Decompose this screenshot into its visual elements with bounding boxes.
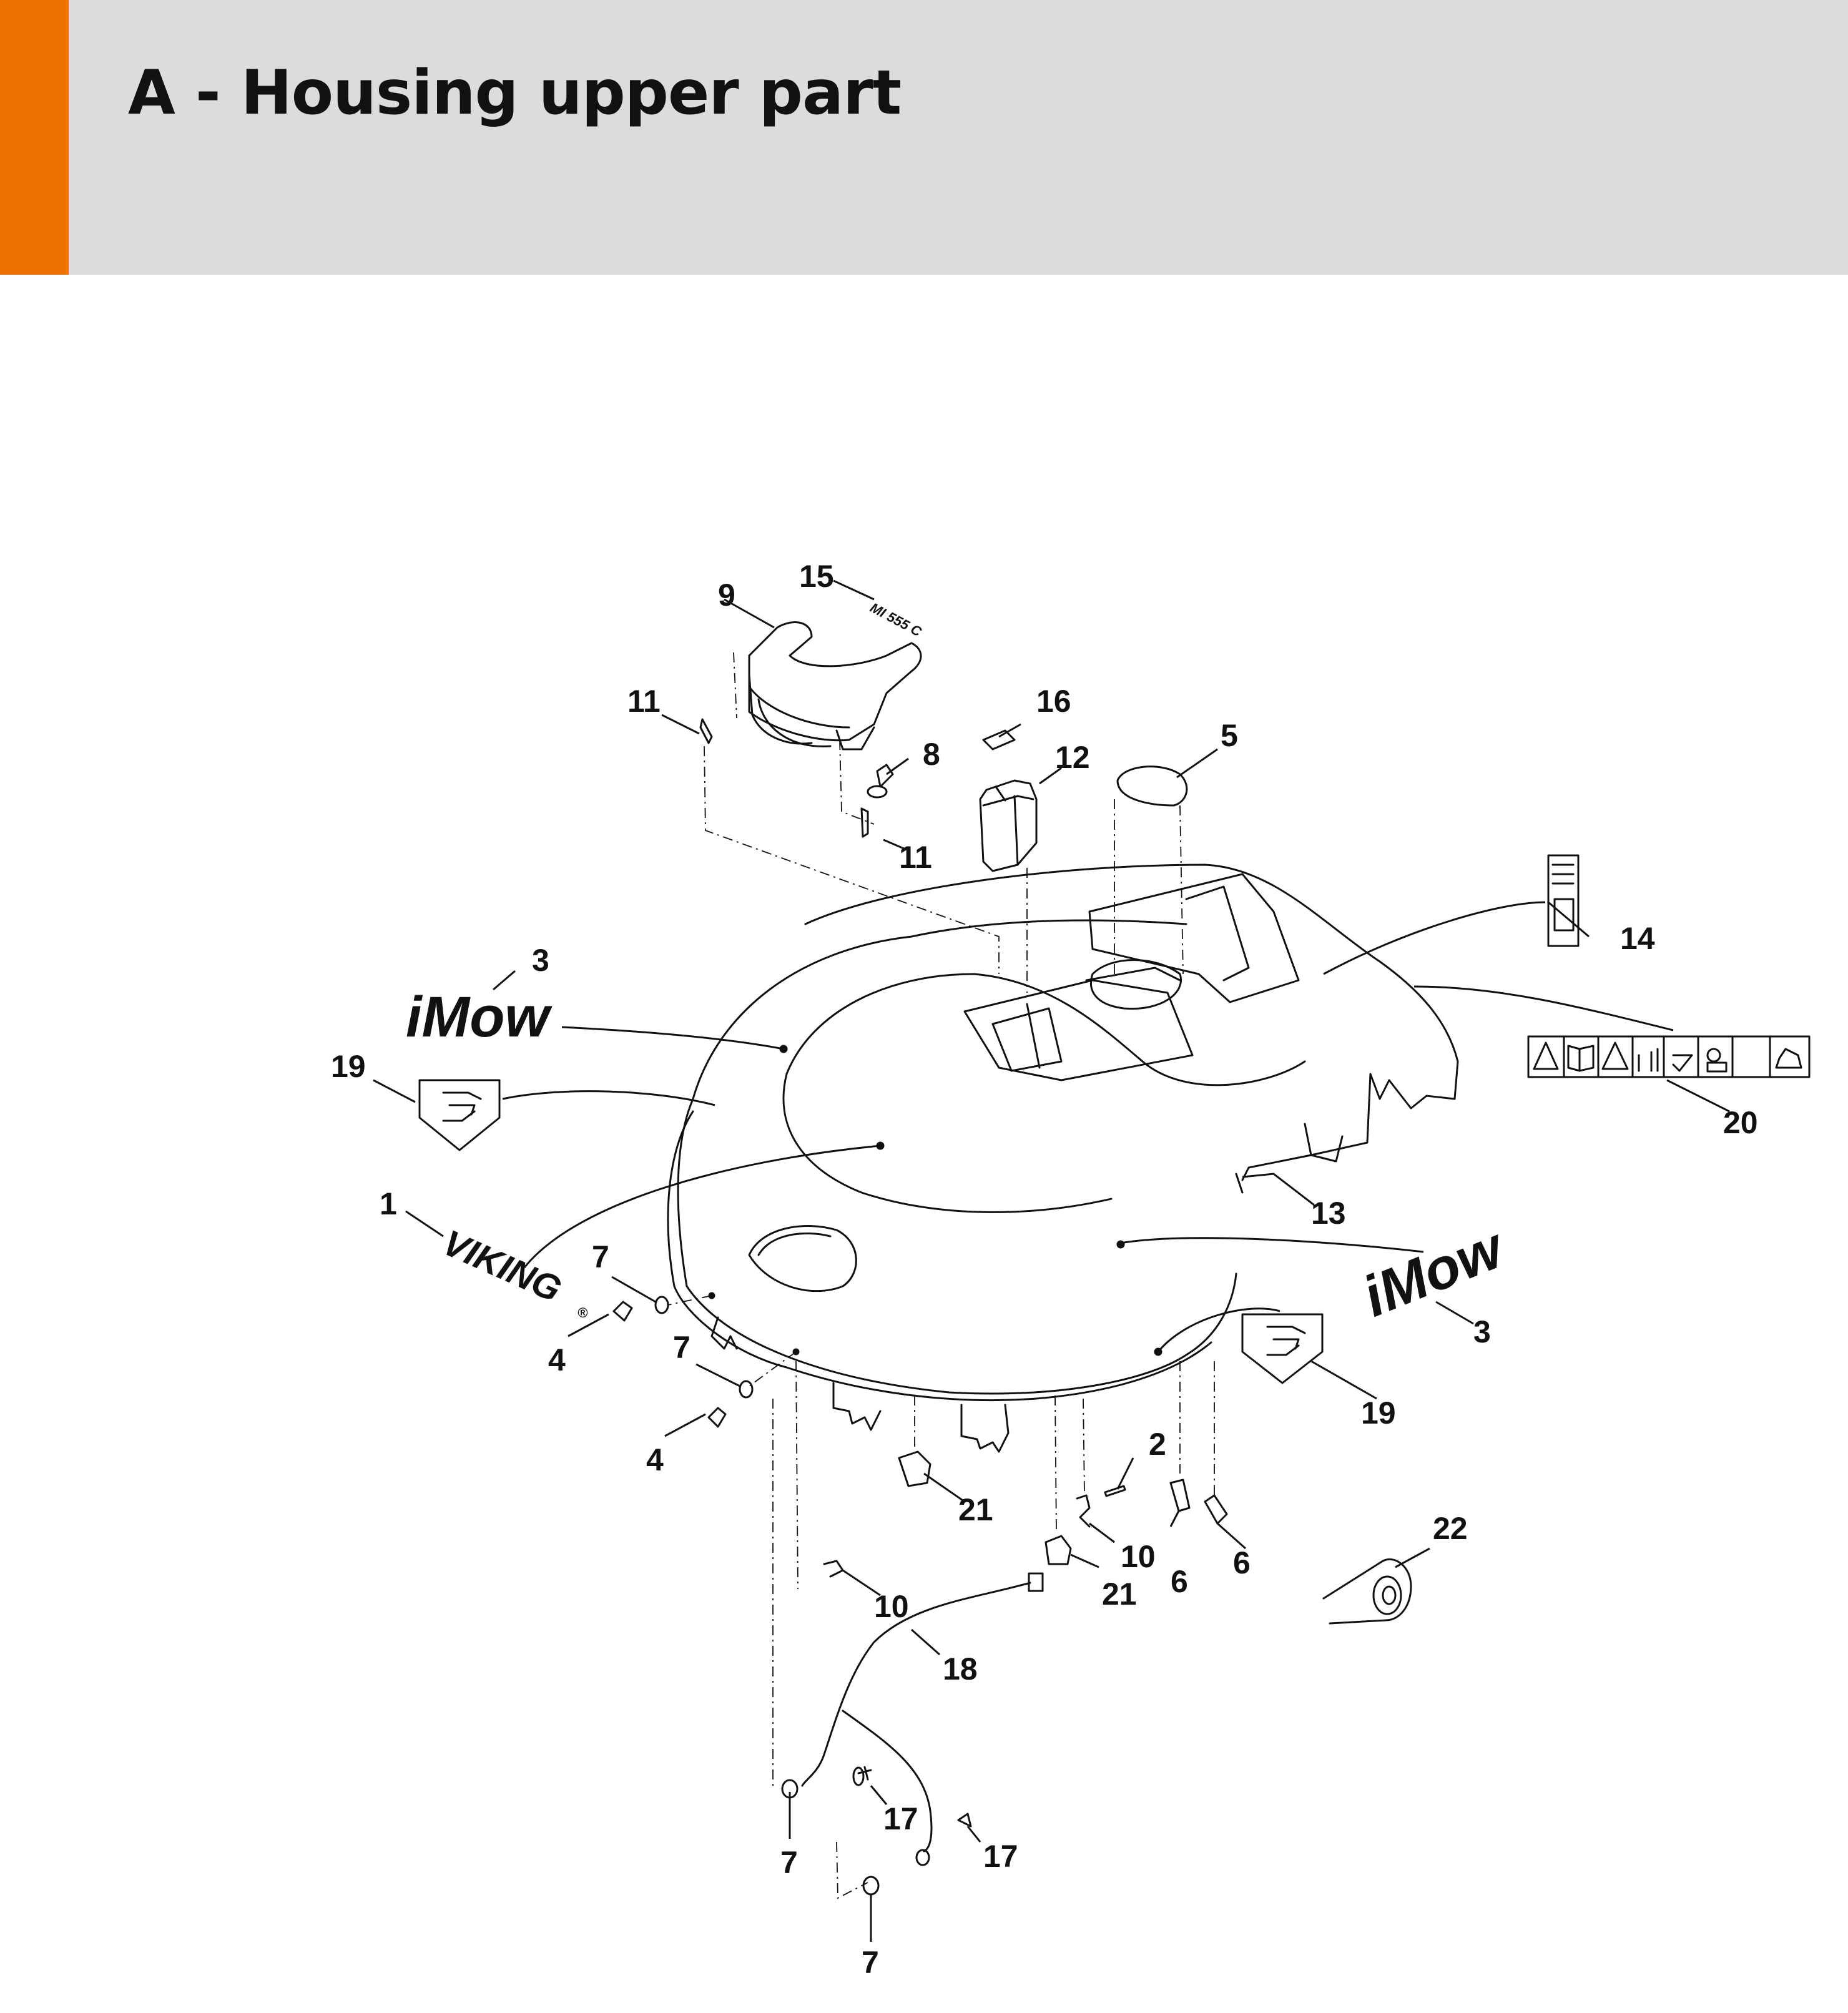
sticker-part-19b-marks (1266, 1326, 1306, 1356)
cover-part-9 (748, 621, 922, 751)
battery-part-12 (979, 779, 1038, 872)
callout-11b: 11 (899, 840, 932, 875)
callout-12: 12 (1055, 740, 1090, 775)
callout-14: 14 (1620, 921, 1655, 956)
clamp-part-10a (1076, 1494, 1091, 1528)
callout-4b: 4 (646, 1442, 664, 1477)
warning-blade-icon (1601, 1041, 1629, 1070)
page-title: A - Housing upper part (128, 57, 902, 129)
key-part-8 (867, 764, 894, 799)
callout-16: 16 (1036, 684, 1071, 719)
decal-imow-3b: iMow (1354, 1215, 1514, 1329)
callout-7a: 7 (592, 1239, 609, 1274)
callout-3a: 3 (532, 943, 549, 978)
chip-part-16 (982, 729, 1016, 751)
tape-roll-part-22 (1322, 1558, 1412, 1625)
header-bar (0, 0, 1848, 275)
callout-6a: 6 (1171, 1564, 1188, 1599)
label-card-14 (1547, 854, 1580, 947)
washer-part-7a (654, 1296, 669, 1314)
callout-11a: 11 (627, 684, 661, 719)
connector-part-21b (1044, 1535, 1072, 1565)
model-text-15: MI 555 C (868, 599, 925, 639)
cable-part-18 (801, 1572, 1044, 1866)
callout-7b: 7 (673, 1330, 691, 1365)
manual-icon (1567, 1045, 1595, 1072)
callout-13: 13 (1311, 1196, 1346, 1231)
clip-part-6a (1169, 1479, 1191, 1512)
decal-imow-3a: iMow (406, 985, 553, 1049)
warning-icon (1533, 1041, 1559, 1070)
pin-part-11b (860, 807, 869, 838)
connector-part-21a (898, 1450, 931, 1487)
screw-part-17a (857, 1766, 872, 1781)
decal-viking-1: VIKING (437, 1222, 568, 1310)
callout-4a: 4 (548, 1342, 566, 1377)
washer-part-7d (862, 1876, 880, 1896)
callout-22: 22 (1433, 1511, 1468, 1546)
book-icon (1706, 1061, 1728, 1073)
callout-9: 9 (718, 578, 735, 613)
callout-20: 20 (1723, 1105, 1758, 1140)
accent-bar (0, 0, 69, 275)
callout-19b: 19 (1361, 1395, 1396, 1430)
housing-upper-part (667, 864, 1459, 1453)
bumper-part-4b (707, 1407, 727, 1428)
washer-part-7b (739, 1380, 754, 1399)
mower-icon (1775, 1048, 1802, 1069)
distance-icon (1638, 1048, 1659, 1072)
clamp-part-10b (823, 1560, 844, 1578)
callout-7c: 7 (780, 1845, 798, 1880)
screw-part-17b (957, 1813, 972, 1828)
bumper-part-4a (612, 1301, 633, 1322)
callout-5: 5 (1221, 718, 1238, 753)
callout-7d: 7 (862, 1945, 879, 1980)
sticker-part-19a-marks (442, 1091, 482, 1122)
callout-6b: 6 (1233, 1545, 1251, 1580)
clip-part-6b (1204, 1494, 1228, 1525)
callout-10a: 10 (1121, 1539, 1156, 1574)
callout-1: 1 (380, 1186, 397, 1221)
callout-18: 18 (943, 1651, 978, 1686)
pin-part-2 (1104, 1485, 1126, 1497)
sticker-part-19b (1241, 1313, 1324, 1384)
key-icon (1706, 1048, 1721, 1063)
warning-sticker-20 (1527, 1035, 1811, 1078)
callout-2: 2 (1149, 1427, 1166, 1462)
cap-part-5 (1116, 765, 1188, 807)
callout-3b: 3 (1473, 1314, 1491, 1349)
callout-17a: 17 (883, 1801, 918, 1836)
callout-21a: 21 (958, 1492, 993, 1527)
callout-10b: 10 (874, 1589, 909, 1624)
callout-17b: 17 (983, 1839, 1018, 1874)
callout-21b: 21 (1102, 1577, 1137, 1612)
registered-mark: ® (578, 1305, 588, 1321)
check-icon (1672, 1054, 1693, 1072)
callout-8: 8 (923, 737, 940, 772)
sticker-part-19a (418, 1079, 501, 1151)
pin-part-11a (699, 718, 713, 744)
callout-19a: 19 (331, 1049, 366, 1084)
callout-15: 15 (799, 559, 834, 594)
